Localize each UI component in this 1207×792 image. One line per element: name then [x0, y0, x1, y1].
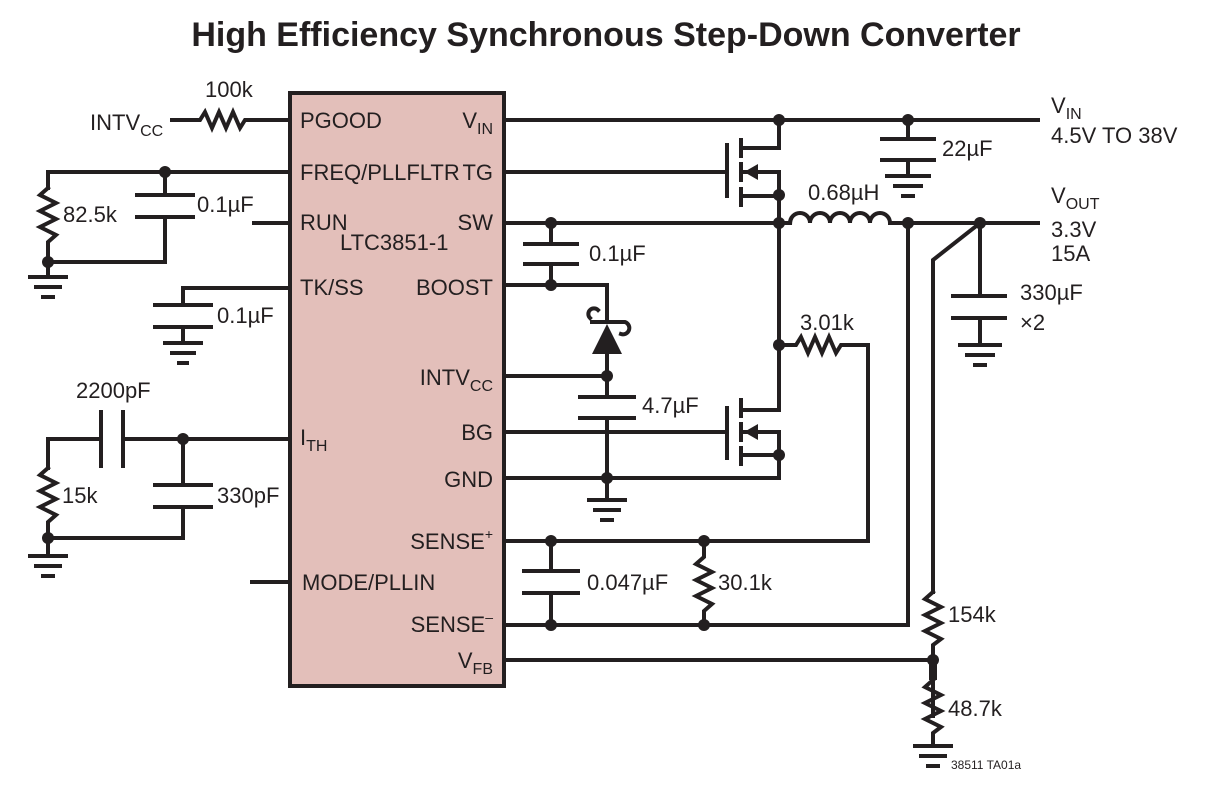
pin-tg: TG [462, 160, 493, 185]
label-330uf: 330µF [1020, 280, 1083, 305]
ic-part-number: LTC3851-1 [340, 230, 448, 255]
vout-value: 3.3V [1051, 217, 1097, 242]
pin-intvcc: INTVCC [420, 365, 493, 395]
mosfet-top [502, 118, 781, 227]
capacitor-freq [46, 170, 195, 264]
label-82-5k: 82.5k [63, 202, 118, 227]
pin-mode: MODE/PLLIN [302, 570, 435, 595]
resistor-100k [170, 107, 292, 133]
capacitor-22uf [880, 118, 936, 198]
vin-range: 4.5V TO 38V [1051, 123, 1178, 148]
inductor-0-68uh [787, 211, 1040, 226]
pin-tkss: TK/SS [300, 275, 364, 300]
ground-icon [28, 260, 68, 299]
pin-ith: ITH [300, 425, 327, 455]
junction [545, 279, 557, 291]
diode-icon [592, 324, 622, 354]
label-330pf: 330pF [217, 483, 279, 508]
capacitor-330uf [951, 221, 1007, 367]
pin-freq: FREQ/PLLFLTR [300, 160, 460, 185]
label-22uf: 22µF [942, 136, 993, 161]
pin-boost: BOOST [416, 275, 493, 300]
label-48-7k: 48.7k [948, 696, 1003, 721]
label-boost-cap: 0.1µF [589, 241, 646, 266]
resistor-30-1k [691, 539, 717, 627]
capacitor-330pf [46, 437, 213, 540]
label-inductor: 0.68µH [808, 180, 879, 205]
ground-icon [28, 536, 68, 578]
vin-label: VIN [1051, 93, 1082, 123]
junction [545, 619, 557, 631]
wire-sense-minus [502, 221, 910, 627]
wire-intvcc [502, 352, 609, 399]
mosfet-arrow [744, 164, 758, 180]
wire-segment [929, 663, 937, 680]
resistor-15k [35, 465, 61, 540]
pin-vfb: VFB [458, 648, 493, 678]
label-tkss-cap: 0.1µF [217, 303, 274, 328]
mosfet-bottom [502, 221, 781, 480]
title: High Efficiency Synchronous Step-Down Co… [191, 16, 1020, 54]
wire-vout-fb [931, 220, 983, 594]
junction [698, 619, 710, 631]
capacitor-0-047uf [522, 539, 580, 627]
vout-current: 15A [1051, 241, 1090, 266]
label-30-1k: 30.1k [718, 570, 773, 595]
pin-vin: VIN [462, 108, 493, 138]
junction [773, 189, 785, 201]
ic-body [288, 91, 506, 688]
pin-pgood: PGOOD [300, 108, 382, 133]
wire-ith [46, 437, 292, 470]
label-100k: 100k [205, 77, 254, 102]
pin-sense-minus: SENSE– [411, 609, 494, 637]
pin-gnd: GND [444, 467, 493, 492]
junction [773, 449, 785, 461]
pin-sw: SW [458, 210, 494, 235]
wire-freq [46, 170, 292, 190]
mosfet-arrow [744, 424, 758, 440]
ground-icon [587, 476, 627, 522]
vout-label: VOUT [1051, 183, 1100, 213]
resistor-154k [920, 589, 946, 718]
label-0-047uf: 0.047µF [587, 570, 668, 595]
capacitor-tkss [153, 286, 292, 365]
figure-id: 38511 TA01a [951, 758, 1021, 772]
pin-bg: BG [461, 420, 493, 445]
label-3-01k: 3.01k [800, 310, 855, 335]
junction [601, 370, 613, 382]
capacitor-2200pf [99, 410, 125, 468]
label-15k: 15k [62, 483, 98, 508]
capacitor-boost [523, 221, 579, 287]
pin-run: RUN [300, 210, 348, 235]
label-4-7uf: 4.7µF [642, 393, 699, 418]
label-154k: 154k [948, 602, 997, 627]
resistor-3-01k [777, 332, 870, 543]
intvcc-label: INTVCC [90, 110, 163, 140]
label-2200pf: 2200pF [76, 378, 151, 403]
pin-sense-plus: SENSE+ [410, 526, 493, 554]
label-freq-cap: 0.1µF [197, 192, 254, 217]
resistor-48-7k [913, 677, 953, 768]
wire-boost [502, 283, 609, 324]
resistor-82-5k [35, 185, 61, 264]
label-330uf-qty: ×2 [1020, 310, 1045, 335]
schottky-bar [586, 306, 632, 337]
